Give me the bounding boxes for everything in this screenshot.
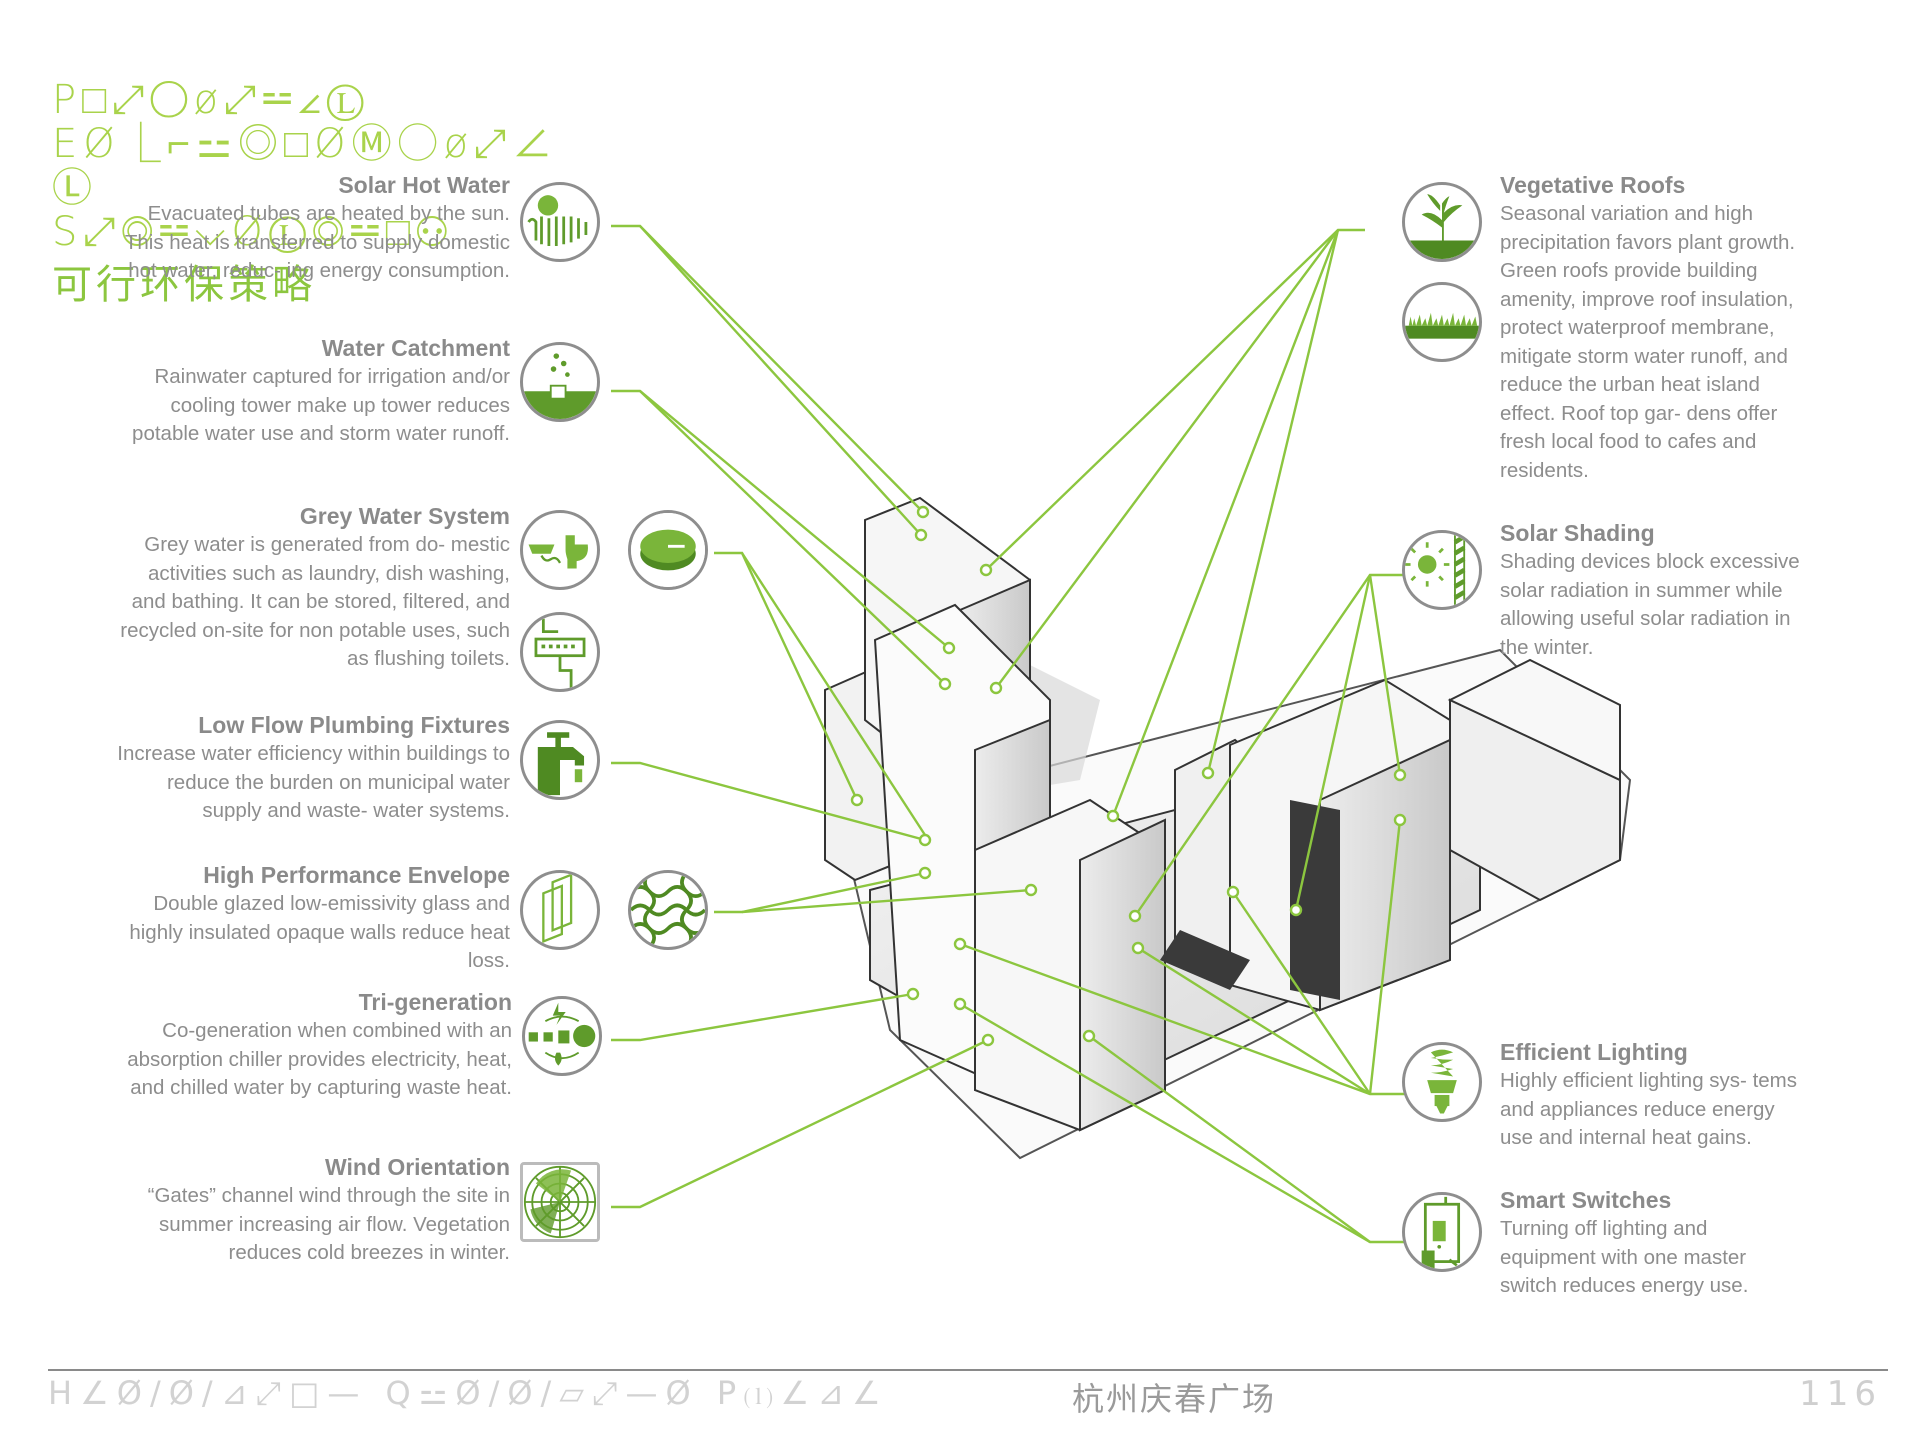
item-title: Water Catchment bbox=[321, 335, 510, 361]
efficient-lighting-item: Efficient Lighting Highly efficient ligh… bbox=[1500, 1037, 1800, 1153]
wind-orientation-item: Wind Orientation “Gates” channel wind th… bbox=[110, 1152, 510, 1268]
header-chinese-title: 可行环保策略 bbox=[52, 262, 316, 308]
item-body: Turning off lighting and equipment with … bbox=[1500, 1217, 1749, 1297]
header-line-4: S⤢◎⚍⌵ØⓁ◎⚍□⚇ bbox=[52, 209, 455, 255]
item-title: Vegetative Roofs bbox=[1500, 172, 1686, 198]
item-body: Rainwater captured for irrigation and/or… bbox=[132, 365, 510, 445]
plumbing-item: Low Flow Plumbing Fixtures Increase wate… bbox=[110, 710, 510, 826]
item-title: Solar Shading bbox=[1500, 520, 1655, 546]
water-catchment-item: Water Catchment Rainwater captured for i… bbox=[110, 333, 510, 449]
cfl-bulb-icon bbox=[1402, 1042, 1482, 1122]
double-glazing-icon bbox=[520, 870, 600, 950]
plant-icon bbox=[1402, 182, 1482, 262]
solar-shading-item: Solar Shading Shading devices block exce… bbox=[1500, 518, 1800, 662]
trigeneration-item: Tri-generation Co-generation when combin… bbox=[112, 987, 512, 1103]
header-line-1: P□⤢◯ø⤢⚍∠Ⓛ bbox=[52, 77, 370, 123]
header-line-2: EØ⎿⌐⚍◎□ØⓂ◯ø⤢∠ bbox=[52, 121, 559, 167]
footer-project-name: H∠Ø/Ø/⊿⤢□— Q⚍Ø/Ø/▱⤢—Ø P⒧∠⊿∠ bbox=[48, 1374, 889, 1412]
faucet-icon bbox=[520, 720, 600, 800]
item-body: “Gates” channel wind through the site in… bbox=[147, 1184, 510, 1264]
vegetative-roofs-item: Vegetative Roofs Seasonal variation and … bbox=[1500, 170, 1800, 485]
item-title: Solar Hot Water bbox=[338, 172, 510, 198]
page-number: 116 bbox=[1799, 1374, 1882, 1414]
insulation-mesh-icon bbox=[628, 870, 708, 950]
filter-icon bbox=[520, 612, 600, 692]
grey-water-item: Grey Water System Grey water is generate… bbox=[110, 501, 510, 674]
storage-tank-icon bbox=[628, 510, 708, 590]
item-title: Tri-generation bbox=[358, 989, 512, 1015]
solar-hot-water-item: Solar Hot Water Evacuated tubes are heat… bbox=[110, 170, 510, 286]
item-title: High Performance Envelope bbox=[203, 862, 510, 888]
grass-roof-icon bbox=[1402, 282, 1482, 362]
header-line-3: Ⓛ bbox=[52, 165, 98, 211]
rain-tank-icon bbox=[520, 342, 600, 422]
solar-collector-icon bbox=[520, 182, 600, 262]
item-body: Seasonal variation and high precipitatio… bbox=[1500, 202, 1796, 482]
item-title: Efficient Lighting bbox=[1500, 1039, 1688, 1065]
sink-toilet-icon bbox=[520, 510, 600, 590]
footer-rule bbox=[48, 1369, 1888, 1371]
item-title: Wind Orientation bbox=[324, 1154, 510, 1180]
item-title: Smart Switches bbox=[1500, 1187, 1672, 1213]
item-body: Evacuated tubes are heated by the sun. T… bbox=[124, 202, 510, 282]
item-body: Co-generation when combined with an abso… bbox=[127, 1019, 512, 1099]
item-title: Grey Water System bbox=[299, 503, 510, 529]
item-body: Grey water is generated from do- mestic … bbox=[120, 533, 510, 670]
sun-shade-icon bbox=[1402, 530, 1482, 610]
wind-rose-icon bbox=[520, 1162, 600, 1242]
item-body: Double glazed low-emissivity glass and h… bbox=[129, 892, 510, 972]
envelope-item: High Performance Envelope Double glazed … bbox=[110, 860, 510, 976]
switch-icon bbox=[1402, 1192, 1482, 1272]
item-title: Low Flow Plumbing Fixtures bbox=[198, 712, 510, 738]
item-body: Shading devices block excessive solar ra… bbox=[1500, 550, 1800, 659]
item-body: Increase water efficiency within buildin… bbox=[117, 742, 510, 822]
smart-switches-item: Smart Switches Turning off lighting and … bbox=[1500, 1185, 1800, 1301]
trigeneration-icon bbox=[522, 996, 602, 1076]
footer-chinese-name: 杭州庆春广场 bbox=[1072, 1380, 1277, 1418]
item-body: Highly efficient lighting sys- tems and … bbox=[1500, 1069, 1797, 1149]
